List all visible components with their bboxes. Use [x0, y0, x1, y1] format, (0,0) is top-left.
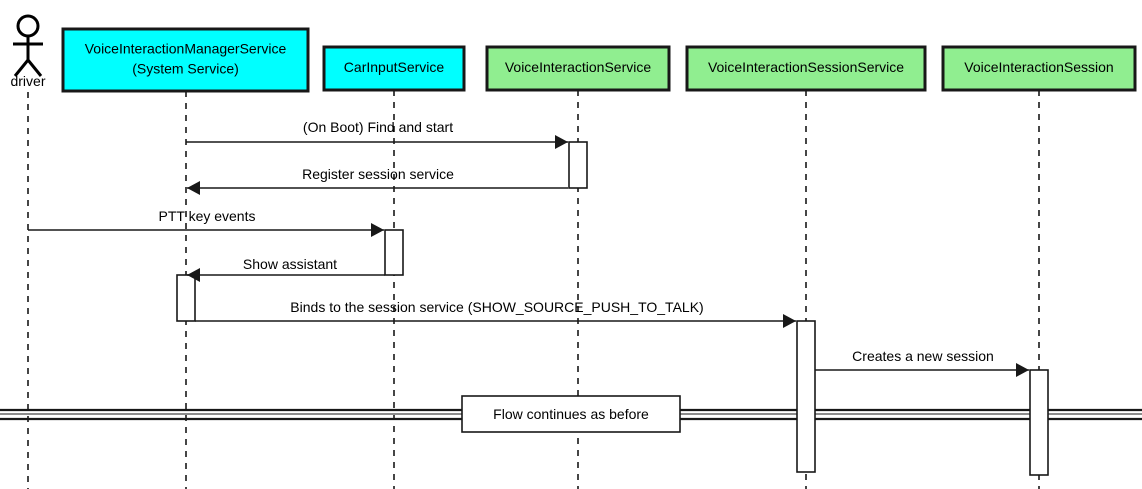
msg-ptt-key-events-arrowhead	[371, 223, 384, 237]
participant-vsession[interactable]: VoiceInteractionSession	[941, 45, 1137, 92]
participant-label-vims: VoiceInteractionManagerService	[85, 41, 287, 57]
participant-cis[interactable]: CarInputService	[322, 45, 466, 92]
participant-box-viss[interactable]	[685, 45, 927, 92]
activation-bar-vims	[176, 274, 196, 322]
msg-creates-a-new-session-label: Creates a new session	[852, 348, 994, 364]
msg-register-session-service: Register session service	[187, 166, 568, 195]
participant-vis[interactable]: VoiceInteractionService	[485, 45, 671, 92]
participant-box-vis[interactable]	[485, 45, 671, 92]
participant-box-vsession[interactable]	[941, 45, 1137, 92]
participant-box-vims[interactable]	[61, 27, 310, 93]
participant-viss[interactable]: VoiceInteractionSessionService	[685, 45, 927, 92]
msg-binds-to-session-service-arrowhead	[783, 314, 796, 328]
activations-layer	[176, 141, 1049, 476]
activation-bar-vis	[568, 141, 588, 189]
divider-flow-continues-label: Flow continues as before	[493, 406, 649, 422]
participant-sublabel-vims: (System Service)	[132, 61, 239, 77]
msg-creates-a-new-session: Creates a new session	[815, 348, 1029, 377]
msg-show-assistant-arrowhead	[187, 268, 200, 282]
actor-leg-right	[26, 59, 43, 77]
participant-label-vsession: VoiceInteractionSession	[964, 59, 1113, 75]
divider-flow-continues-box	[461, 395, 681, 433]
msg-binds-to-session-service: Binds to the session service (SHOW_SOURC…	[195, 299, 796, 328]
participant-label-vis: VoiceInteractionService	[505, 59, 652, 75]
actor-leg-left	[13, 59, 30, 77]
activation-bar-cis	[384, 229, 404, 276]
msg-ptt-key-events-label: PTT key events	[158, 208, 255, 224]
msg-ptt-key-events: PTT key events	[28, 208, 384, 237]
activation-bar-viss	[796, 320, 816, 473]
participant-label-viss: VoiceInteractionSessionService	[708, 59, 904, 75]
actor-label: driver	[10, 73, 45, 89]
activation-bar-vsession	[1029, 369, 1049, 476]
participant-box-cis[interactable]	[322, 45, 466, 92]
msg-find-and-start-arrowhead	[555, 135, 568, 149]
divider-box-layer: Flow continues as before	[461, 395, 681, 433]
participant-vims[interactable]: VoiceInteractionManagerService (System Se…	[61, 27, 310, 93]
msg-find-and-start: (On Boot) Find and start	[186, 119, 568, 149]
msg-register-session-service-label: Register session service	[302, 166, 454, 182]
msg-binds-to-session-service-label: Binds to the session service (SHOW_SOURC…	[290, 299, 703, 315]
actor-driver[interactable]: driver	[10, 14, 46, 89]
msg-find-and-start-label: (On Boot) Find and start	[303, 119, 453, 135]
participant-label-cis: CarInputService	[344, 59, 445, 75]
msg-show-assistant-label: Show assistant	[243, 256, 337, 272]
msg-creates-a-new-session-arrowhead	[1016, 363, 1029, 377]
actor-head-icon	[16, 14, 40, 38]
participants-layer: VoiceInteractionManagerService (System Se…	[61, 27, 1137, 93]
msg-register-session-service-arrowhead	[187, 181, 200, 195]
msg-show-assistant: Show assistant	[187, 256, 385, 282]
